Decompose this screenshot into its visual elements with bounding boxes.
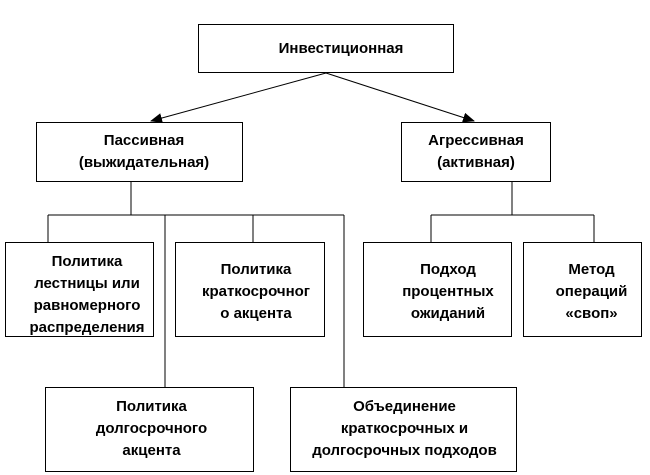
- node-short-term-policy: Политика краткосрочног о акцента: [175, 242, 325, 337]
- node-long-term-policy-label: Политика долгосрочного акцента: [95, 398, 208, 459]
- node-combined-approaches-label: Объединение краткосрочных и долгосрочных…: [312, 398, 497, 459]
- node-combined-approaches: Объединение краткосрочных и долгосрочных…: [290, 387, 517, 472]
- node-rate-expectations-label: Подход процентных ожиданий: [402, 261, 494, 322]
- node-swap-method: Метод операций «своп»: [523, 242, 642, 337]
- node-passive: Пассивная (выжидательная): [36, 122, 243, 182]
- node-long-term-policy: Политика долгосрочного акцента: [45, 387, 254, 472]
- node-investment-policy: Инвестиционная: [198, 24, 454, 73]
- node-swap-method-label: Метод операций «своп»: [555, 261, 628, 322]
- arrow-root-to-passive: [150, 72, 327, 123]
- node-ladder-policy: Политика лестницы или равномерного распр…: [5, 242, 154, 337]
- node-passive-label: Пассивная (выжидательная): [78, 132, 210, 171]
- node-ladder-policy-label: Политика лестницы или равномерного распр…: [29, 253, 145, 336]
- arrow-root-to-aggressive: [325, 72, 475, 123]
- node-aggressive: Агрессивная (активная): [401, 122, 551, 182]
- node-aggressive-label: Агрессивная (активная): [428, 132, 524, 171]
- node-investment-policy-label: Инвестиционная: [278, 40, 404, 57]
- node-short-term-policy-label: Политика краткосрочног о акцента: [201, 261, 311, 322]
- node-rate-expectations: Подход процентных ожиданий: [363, 242, 512, 337]
